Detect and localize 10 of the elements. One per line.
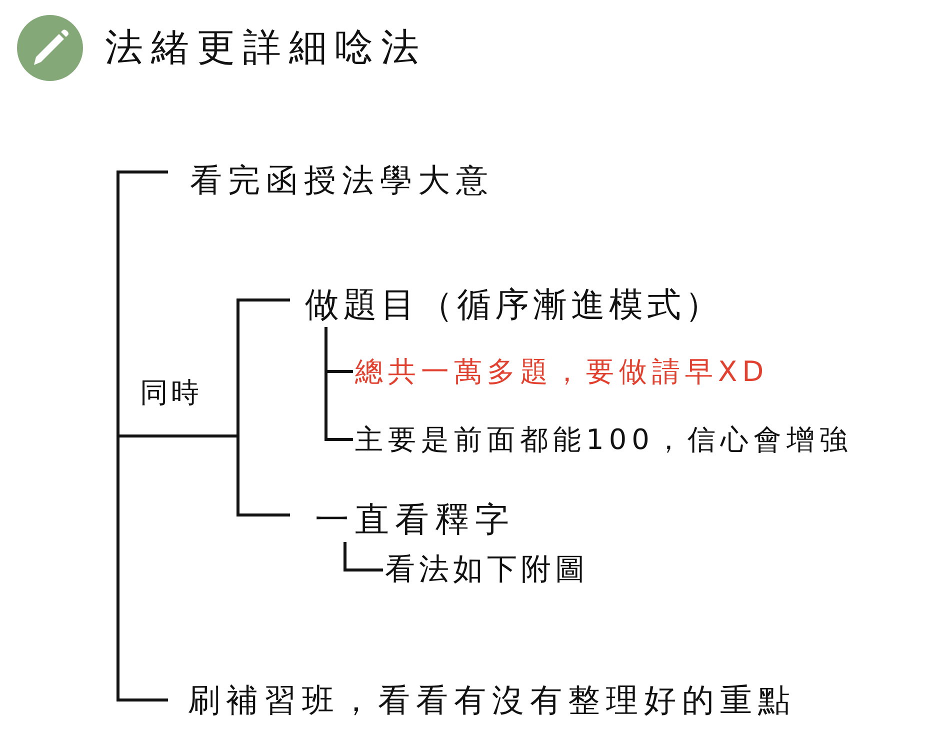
note-label: 同時 xyxy=(140,376,202,410)
outline-item-text: 看法如下附圖 xyxy=(385,551,589,589)
outline-item-text: 總共一萬多題，要做請早XD xyxy=(355,354,769,389)
title: 法緒更詳細唸法 xyxy=(105,24,427,71)
outline-item-text: 刷補習班，看看有沒有整理好的重點 xyxy=(188,680,796,720)
outline-item-text: 做題目（循序漸進模式） xyxy=(305,284,723,327)
connector-line xyxy=(344,542,383,572)
outline-item-text: 看完函授法學大意 xyxy=(190,160,494,200)
outline-item-text: 一直看釋字 xyxy=(315,499,515,542)
outline-item-text: 主要是前面都能100，信心會增強 xyxy=(355,422,852,457)
